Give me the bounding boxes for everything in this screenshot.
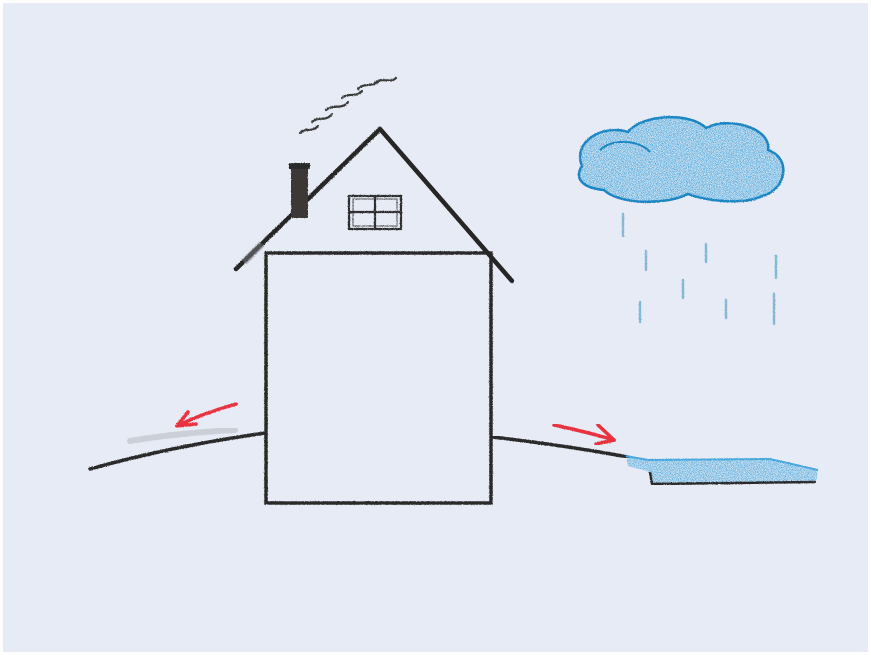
ground-slope-left	[90, 430, 265, 469]
house	[266, 253, 491, 503]
runoff-arrow-right	[554, 425, 614, 444]
runoff-arrow-left	[177, 404, 236, 426]
attic-window	[349, 196, 401, 229]
chimney	[289, 163, 310, 218]
puddle	[626, 456, 818, 484]
rain-cloud	[579, 117, 783, 202]
smoke	[300, 78, 396, 133]
raindrops	[623, 214, 776, 324]
